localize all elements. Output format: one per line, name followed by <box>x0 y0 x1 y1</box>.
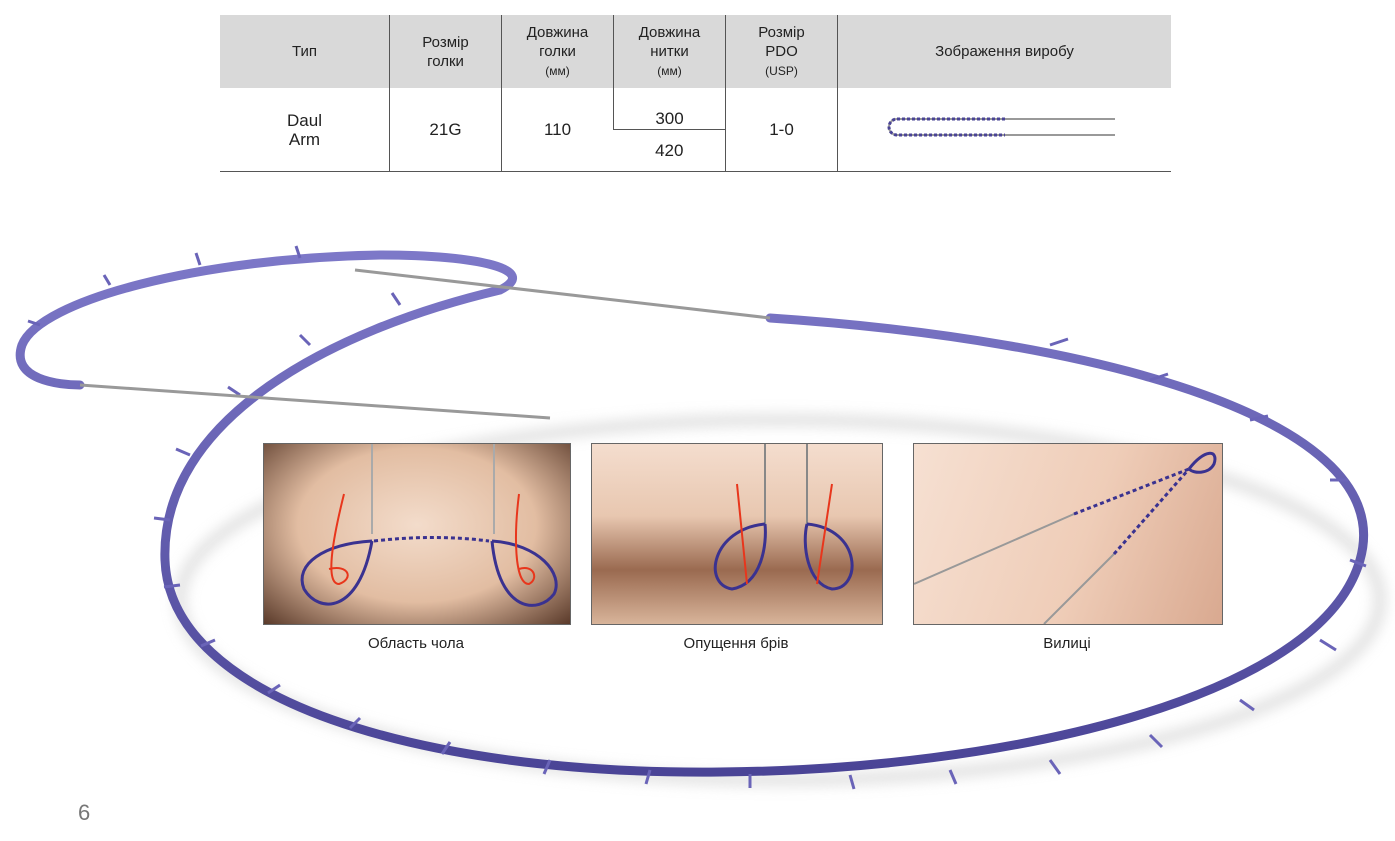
cell-needle-size: 21G <box>389 88 502 172</box>
cell-thread-length-420: 420 <box>613 129 726 172</box>
caption-cheekbones: Вилиці <box>1043 635 1091 652</box>
cell-product-image <box>837 88 1171 172</box>
caption-forehead: Область чола <box>368 635 464 652</box>
thread-barbs <box>27 245 1367 790</box>
thread-loop <box>15 250 1369 777</box>
needle-lower <box>79 383 551 420</box>
photo-cheekbones <box>913 443 1223 625</box>
product-thread-icon <box>887 117 1115 137</box>
needle-upper <box>354 268 771 320</box>
table-row: 420 <box>220 129 1171 172</box>
header-type: Тип <box>220 15 390 88</box>
caption-brow-lift: Опущення брів <box>683 635 789 652</box>
cell-needle-length: 110 <box>501 88 614 172</box>
photo-brow-lift <box>591 443 883 625</box>
page-number: 6 <box>78 800 91 825</box>
cell-pdo-size: 1-0 <box>725 88 838 172</box>
header-product-image: Зображення виробу <box>837 15 1171 88</box>
cell-thread-length-300: 300 <box>613 88 726 130</box>
photo-forehead <box>263 443 571 625</box>
